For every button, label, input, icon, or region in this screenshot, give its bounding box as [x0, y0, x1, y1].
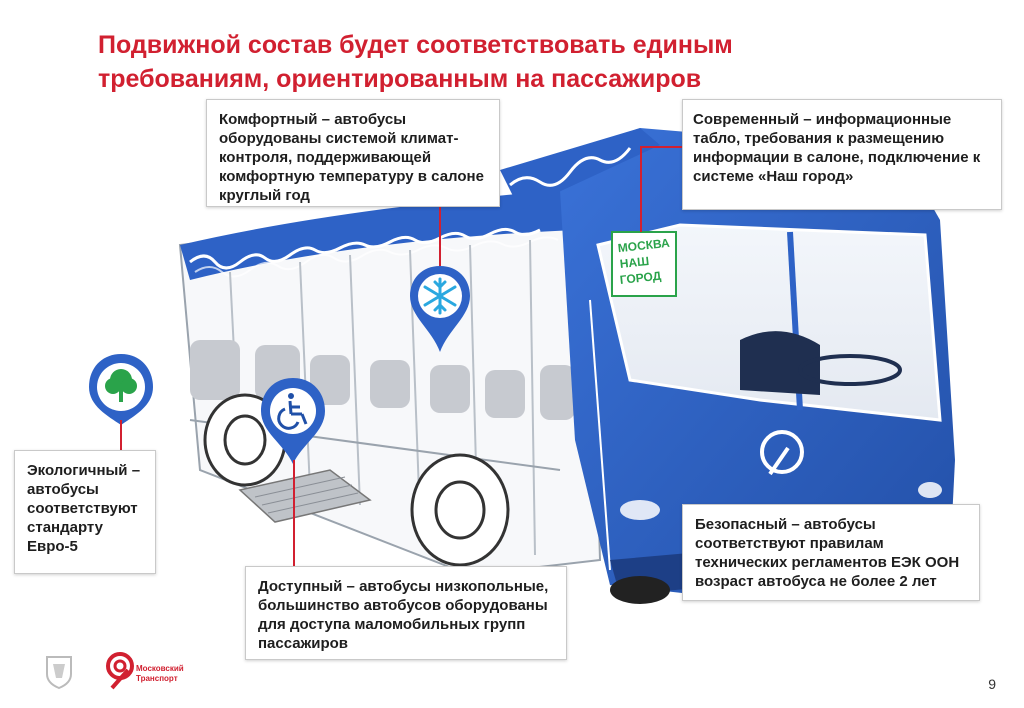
- snowflake-pin: [410, 266, 470, 352]
- moscow-coat-of-arms-icon: [46, 656, 72, 690]
- bus-sign-line1: МОСКВА: [617, 236, 671, 255]
- bus-sign-line3: ГОРОД: [619, 269, 662, 287]
- connector-access: [293, 460, 295, 566]
- snowflake-icon: [423, 277, 457, 315]
- connector-eco: [120, 420, 122, 450]
- page-number: 9: [988, 676, 996, 692]
- connector-comfort: [439, 206, 441, 266]
- callout-access: Доступный – автобусы низкопольные, больш…: [245, 566, 567, 660]
- tree-pin: [89, 354, 153, 425]
- bus-front-logo-icon: [760, 430, 804, 476]
- page-title: Подвижной состав будет соответствовать е…: [98, 31, 733, 93]
- logo-text: Московский Транспорт: [136, 664, 206, 684]
- callout-eco: Экологичный – автобусы соответствуют ста…: [14, 450, 156, 574]
- connector-modern: [640, 146, 642, 232]
- callout-modern: Современный – информационные табло, треб…: [682, 99, 1002, 210]
- callout-comfort: Комфортный – автобусы оборудованы систем…: [206, 99, 500, 207]
- connector-modern-h: [640, 146, 684, 148]
- wheelchair-icon: [277, 393, 308, 430]
- logo-line2: Транспорт: [136, 674, 178, 683]
- bus-sign-line2: НАШ: [619, 254, 650, 271]
- moscow-transport-logo-icon: [106, 652, 134, 690]
- wheelchair-pin: [261, 378, 325, 464]
- tree-icon: [105, 369, 137, 402]
- logo-line1: Московский: [136, 664, 184, 673]
- callout-safe: Безопасный – автобусы соответствуют прав…: [682, 504, 980, 601]
